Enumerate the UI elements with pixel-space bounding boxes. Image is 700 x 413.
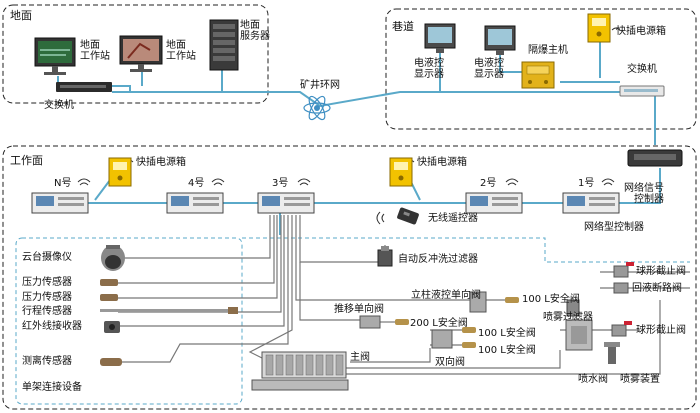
roadway-zone-border (385, 8, 697, 130)
surface-server-rack (209, 19, 239, 71)
surface-zone-label: 地面 (10, 9, 32, 22)
workface-zone-border (2, 145, 697, 410)
roadway-switch (619, 85, 665, 97)
roadway-power-box (587, 13, 611, 43)
spray-filter (566, 299, 580, 317)
single-support-group-label: 单架连接设备 (22, 382, 82, 393)
safety-valve-100-c (462, 342, 476, 348)
surface-workstation-2 (119, 35, 163, 72)
safety-valve-100-b (462, 327, 476, 333)
distance-sensor (100, 358, 122, 366)
spray-device (604, 342, 620, 364)
surface-workstation-1 (34, 37, 76, 75)
ball-valve-1 (613, 262, 634, 278)
controller-4-label: 4号 (188, 178, 205, 189)
device-label-pressure-sensor-1: 压力传感器 (22, 277, 72, 288)
ball-valve-1-label: 球形截止阀 (636, 266, 686, 277)
wifi-icons (77, 27, 621, 225)
network-controller-label: 网络型控制器 (584, 222, 644, 233)
workface-power-box-2 (389, 157, 413, 187)
device-label-ptz-camera: 云台摄像仪 (22, 252, 72, 263)
controller-1-label: 1号 (578, 178, 595, 189)
wireless-remote-label: 无线遥控器 (428, 213, 478, 224)
ring-network-icon (303, 95, 331, 121)
auto-backwash-filter-label: 自动反冲洗过滤器 (398, 254, 478, 265)
roadway-switch-label: 交换机 (627, 64, 657, 75)
safety-valve-100-a (505, 297, 519, 303)
safety-valve-200 (395, 319, 409, 325)
ball-valve-2 (611, 321, 632, 337)
controller-2 (465, 192, 523, 214)
surface-server-label: 地面服务器 (240, 20, 270, 42)
return-valve-label: 回液断路阀 (632, 283, 682, 294)
surface-workstation-2-label: 地面工作站 (166, 40, 196, 62)
stroke-sensor (100, 307, 238, 314)
explosion-proof-host-label: 隔爆主机 (528, 45, 568, 56)
hydraulic-hoses (110, 215, 690, 375)
device-label-stroke-sensor: 行程传感器 (22, 306, 72, 317)
safety-valve-100-a-label: 100 L安全阀 (522, 294, 580, 305)
push-check-valve-label: 推移单向阀 (334, 304, 384, 315)
wireless-remote (397, 207, 419, 225)
controller-4 (166, 192, 224, 214)
ehc-display-1-label: 电液控显示器 (414, 58, 444, 80)
controller-n-label: N号 (54, 178, 72, 189)
column-check-valve (469, 291, 487, 313)
roadway-zone-label: 巷道 (392, 20, 414, 33)
spray-device-label: 喷雾装置 (620, 374, 660, 385)
main-valve-label: 主阀 (350, 352, 370, 363)
workface-zone-label: 工作面 (10, 154, 43, 167)
surface-zone-border (2, 4, 269, 104)
push-check-valve (359, 315, 381, 329)
pressure-sensor-2 (100, 294, 118, 301)
controller-1 (562, 192, 620, 214)
infrared-receiver (104, 321, 120, 333)
return-valve (613, 282, 629, 294)
controller-n (31, 192, 89, 214)
pressure-sensor-1 (100, 279, 118, 286)
surface-workstation-1-label: 地面工作站 (80, 40, 110, 62)
spray-valve (565, 319, 593, 351)
surface-switch (56, 82, 112, 92)
main-valve (251, 351, 349, 391)
safety-valve-200-label: 200 L安全阀 (410, 318, 468, 329)
workface-power-box-1 (108, 157, 132, 187)
ring-network-label: 矿井环网 (300, 80, 340, 91)
spray-valve-label: 喷水阀 (578, 374, 608, 385)
network-signal-controller-label: 网络信号控制器 (624, 183, 664, 205)
device-label-pressure-sensor-2: 压力传感器 (22, 292, 72, 303)
workface-power-box-1-label: 快插电源箱 (136, 157, 186, 168)
device-label-infrared-receiver: 红外线接收器 (22, 321, 82, 332)
ptz-camera (101, 245, 125, 271)
network-signal-controller (627, 149, 683, 167)
safety-valve-100-c-label: 100 L安全阀 (478, 345, 536, 356)
device-label-distance-sensor: 测离传感器 (22, 356, 72, 367)
explosion-proof-host (521, 61, 555, 89)
hydraulic-region-border (242, 237, 690, 263)
ehc-display-1 (424, 23, 456, 53)
auto-backwash-filter (377, 246, 393, 267)
workface-power-box-2-label: 快插电源箱 (417, 157, 467, 168)
two-way-valve (431, 329, 453, 349)
surface-switch-label: 交换机 (44, 100, 74, 111)
roadway-power-box-label: 快插电源箱 (616, 26, 666, 37)
two-way-valve-label: 双向阀 (435, 357, 465, 368)
safety-valve-100-b-label: 100 L安全阀 (478, 328, 536, 339)
controller-2-label: 2号 (480, 178, 497, 189)
single-support-group-border (15, 237, 243, 405)
controller-3 (257, 192, 315, 214)
spray-filter-label: 喷雾过滤器 (543, 312, 593, 323)
ehc-display-2-label: 电液控显示器 (474, 58, 504, 80)
controller-3-label: 3号 (272, 178, 289, 189)
ehc-display-2 (484, 25, 516, 55)
ball-valve-2-label: 球形截止阀 (636, 325, 686, 336)
column-check-valve-label: 立柱液控单向阀 (411, 290, 481, 301)
